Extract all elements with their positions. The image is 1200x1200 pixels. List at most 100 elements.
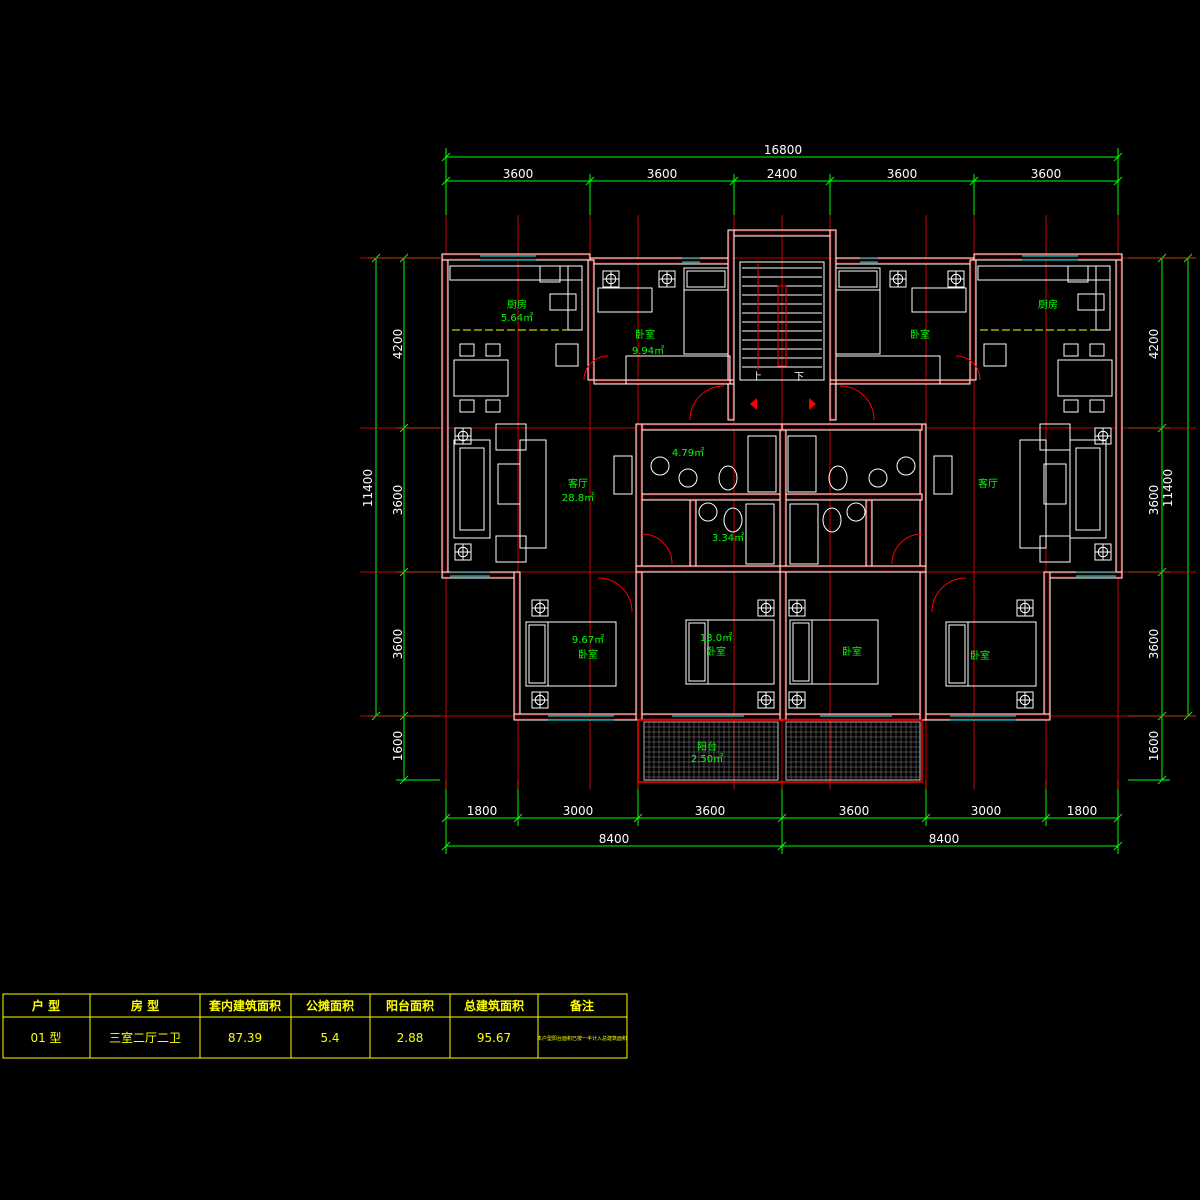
- room-label-kitchen-right: 厨房: [1038, 298, 1058, 311]
- bathtub: [745, 503, 775, 565]
- pillow: [686, 270, 726, 288]
- bed: [685, 619, 775, 685]
- room-area-bath-top: 4.79㎡: [672, 447, 704, 459]
- washbasin: [678, 468, 698, 488]
- bed: [789, 619, 879, 685]
- wall-core: [442, 254, 590, 260]
- bed: [525, 621, 617, 687]
- room-label-bedroom-bl: 卧室: [578, 648, 598, 661]
- table-header-balcony-area: 阳台面积: [386, 998, 434, 1013]
- wall-core: [588, 260, 594, 380]
- table-header-inner-area: 套内建筑面积: [208, 998, 281, 1013]
- room-area-balcony: 2.50㎡: [691, 753, 723, 765]
- dining-table: [1057, 359, 1113, 397]
- room-label-bedroom-top-left: 卧室: [635, 328, 655, 341]
- dim-bottom-seg: 3000: [971, 804, 1002, 818]
- sofa-seat: [1075, 447, 1101, 531]
- wall-core: [642, 424, 782, 430]
- stair-handrail: [777, 285, 787, 367]
- dim-top-seg: 3600: [503, 167, 534, 181]
- chair: [1063, 343, 1079, 357]
- room-label-kitchen-left: 厨房: [507, 298, 527, 311]
- wall-core: [636, 572, 642, 720]
- table-cell-total-area: 95.67: [477, 1031, 511, 1045]
- chair: [485, 399, 501, 413]
- washbasin: [868, 468, 888, 488]
- kitchen-counter-side: [1095, 265, 1111, 331]
- dim-bottom-total: 8400: [929, 832, 960, 846]
- armchair: [495, 423, 527, 451]
- sofa-side: [1019, 439, 1047, 549]
- toilet: [723, 507, 743, 533]
- fridge: [555, 343, 579, 367]
- room-area-bedroom-bm: 13.0㎡: [700, 632, 732, 644]
- bed: [835, 267, 881, 355]
- balcony-hatch: [637, 719, 923, 783]
- wall-segment: [587, 259, 595, 381]
- table-cell-shared-area: 5.4: [320, 1031, 339, 1045]
- washbasin: [896, 456, 916, 476]
- wall-core: [974, 254, 1122, 260]
- table-cell-remarks: 本户型阳台面积已按一半计入总建筑面积: [537, 1035, 627, 1042]
- dim-left-seg: 1600: [391, 731, 405, 762]
- dim-bottom-seg: 1800: [467, 804, 498, 818]
- chair: [485, 343, 501, 357]
- toilet: [828, 465, 848, 491]
- door-swing: [891, 533, 923, 565]
- room-area-bedroom-bl: 9.67㎡: [572, 634, 604, 646]
- dim-top-seg: 2400: [767, 167, 798, 181]
- kitchen-counter-side: [567, 265, 583, 331]
- table-cell-balcony-area: 2.88: [397, 1031, 424, 1045]
- dim-left-seg: 3600: [391, 485, 405, 516]
- wall-core: [920, 572, 926, 720]
- armchair: [1039, 535, 1071, 563]
- dim-bottom-seg: 1800: [1067, 804, 1098, 818]
- dim-right-seg: 3600: [1147, 629, 1161, 660]
- wall-segment: [781, 423, 923, 431]
- stove: [549, 293, 577, 311]
- washbasin: [698, 502, 718, 522]
- dim-top-total: 16800: [764, 143, 802, 157]
- area-table: [2, 993, 628, 1059]
- dim-top-seg: 3600: [887, 167, 918, 181]
- chair: [1063, 399, 1079, 413]
- wall-segment: [593, 379, 735, 385]
- fridge: [983, 343, 1007, 367]
- pillow: [792, 622, 810, 682]
- stair-arrow-left: [750, 398, 757, 410]
- wall-segment: [779, 565, 927, 573]
- sink: [539, 265, 561, 283]
- table-header-room-type: 房 型: [131, 998, 159, 1013]
- toilet: [718, 465, 738, 491]
- door-swing: [641, 533, 673, 565]
- sofa: [1069, 439, 1107, 539]
- stair-up-label: 上: [752, 371, 762, 383]
- dim-top-seg: 3600: [647, 167, 678, 181]
- wall-segment: [969, 259, 977, 381]
- sink: [1067, 265, 1089, 283]
- wardrobe: [625, 355, 731, 385]
- dim-bottom-seg: 3000: [563, 804, 594, 818]
- dim-right-seg: 1600: [1147, 731, 1161, 762]
- dim-right-total: 11400: [1161, 469, 1175, 507]
- sofa-side: [519, 439, 547, 549]
- walls: [441, 229, 1123, 721]
- coffee-table: [497, 463, 521, 505]
- table-cell-inner-area: 87.39: [228, 1031, 262, 1045]
- door-swing: [583, 355, 609, 381]
- room-label-living-left: 客厅: [568, 477, 588, 490]
- pillow: [688, 622, 706, 682]
- wall-core: [970, 260, 976, 380]
- room-label-bedroom-bm: 卧室: [706, 645, 726, 658]
- wall-core: [728, 230, 734, 420]
- bed: [683, 267, 729, 355]
- bed: [945, 621, 1037, 687]
- wall-segment: [919, 571, 927, 721]
- sofa: [453, 439, 491, 539]
- chair: [459, 343, 475, 357]
- door-swing: [689, 385, 725, 421]
- stair-outline: [739, 261, 825, 381]
- kitchen-counter: [449, 265, 583, 281]
- room-area-bath-small: 3.34㎡: [712, 532, 744, 544]
- room-label-balcony: 阳台: [697, 740, 717, 753]
